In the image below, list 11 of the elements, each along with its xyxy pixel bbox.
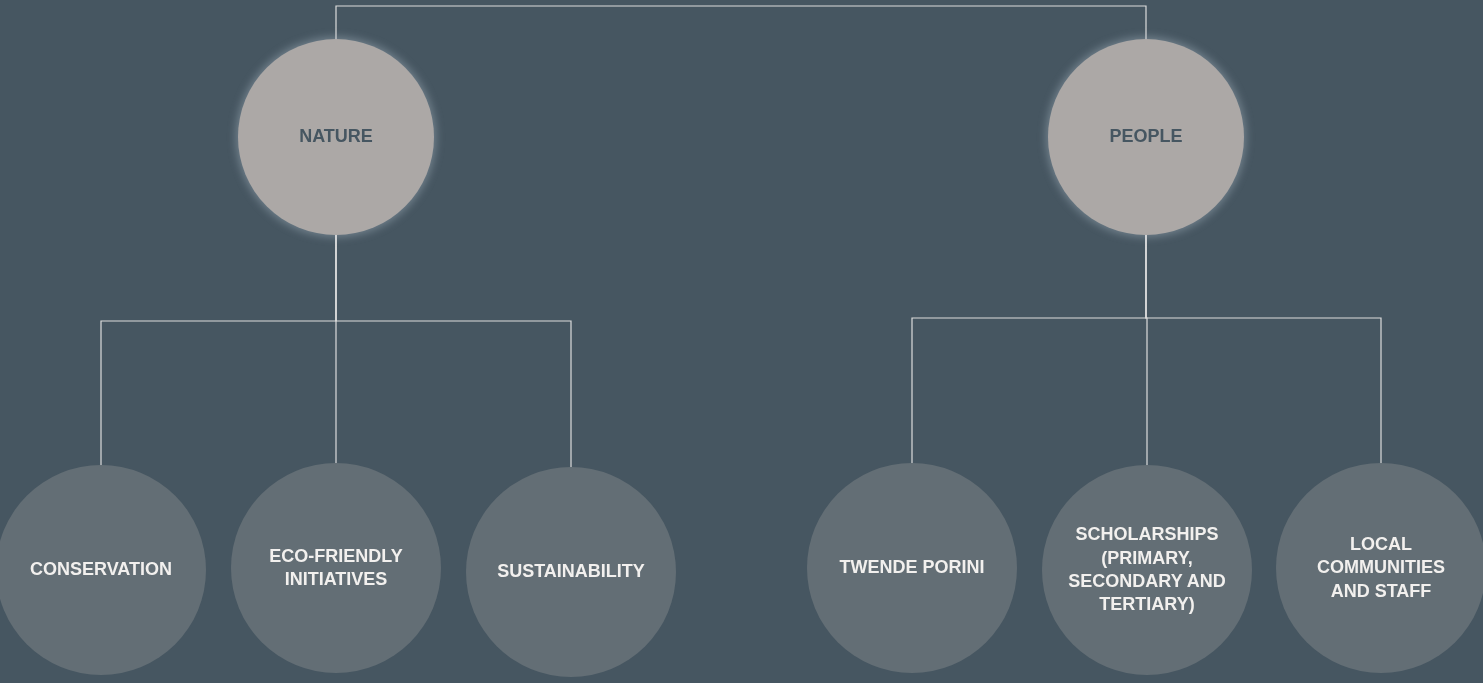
- circle-label: PEOPLE: [1109, 125, 1183, 149]
- circle-label: SCHOLARSHIPS (PRIMARY, SECONDARY AND TERTIARY): [1067, 523, 1227, 617]
- circle-label: LOCAL COMMUNITIES AND STAFF: [1316, 532, 1446, 603]
- circle-label: ECO-FRIENDLY INITIATIVES: [268, 544, 404, 591]
- connector-line: [335, 5, 1147, 40]
- connector-line: [335, 234, 572, 468]
- circle-label: TWENDE PORINI: [839, 556, 985, 580]
- connector-line: [1145, 234, 1382, 464]
- circle-label: CONSERVATION: [30, 558, 172, 582]
- circle-label: SUSTAINABILITY: [497, 560, 645, 584]
- circle-label: NATURE: [299, 125, 373, 149]
